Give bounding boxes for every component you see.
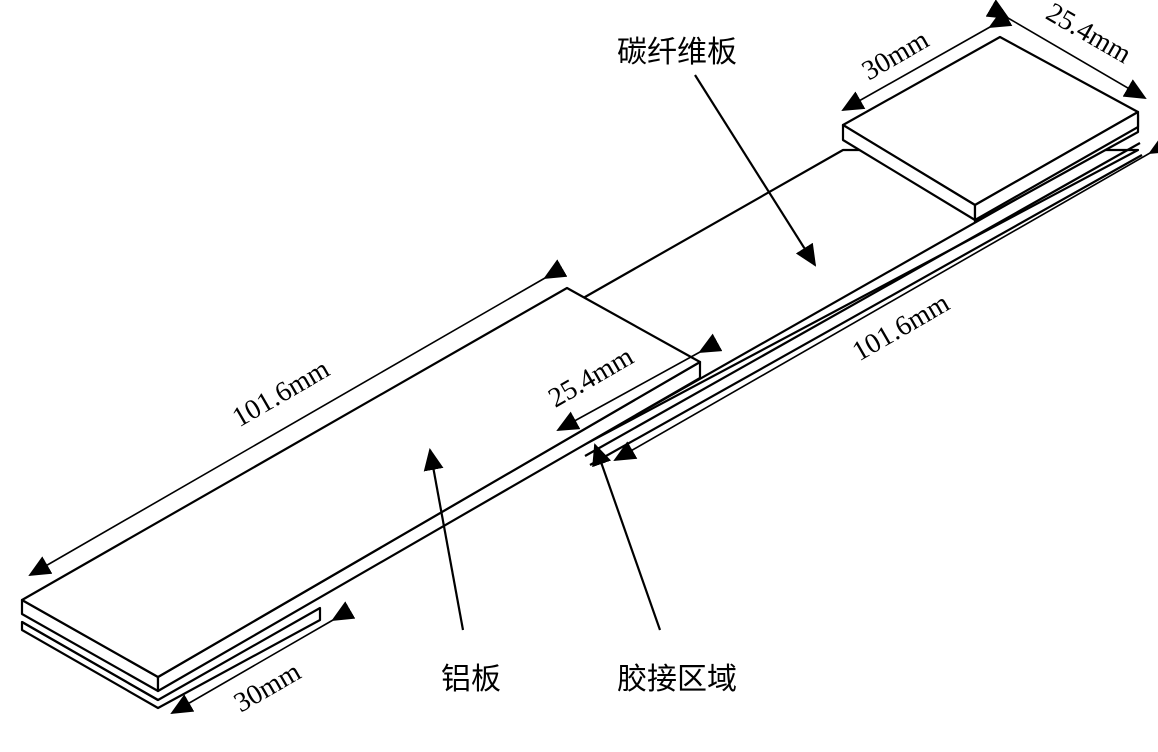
label-aluminum-plate: 铝板 bbox=[441, 662, 501, 697]
dim-line-carbon-length bbox=[613, 134, 1158, 461]
leader-arrow-aluminum bbox=[423, 448, 465, 631]
label-carbon-plate: 碳纤维板 bbox=[617, 35, 737, 70]
leader-arrow-bonded bbox=[592, 443, 662, 631]
dim-line-bottom-tab-length bbox=[170, 601, 356, 715]
dim-line-aluminum-length bbox=[28, 259, 568, 576]
label-bonded-area: 胶接区域 bbox=[617, 662, 737, 697]
leader-arrow-carbon bbox=[694, 74, 817, 267]
dim-line-top-tab-length bbox=[841, 8, 1013, 111]
aluminum-plate bbox=[20, 286, 702, 693]
dim-line-top-tab-width bbox=[985, 0, 1147, 100]
carbon-fiber-plate bbox=[578, 129, 1143, 466]
